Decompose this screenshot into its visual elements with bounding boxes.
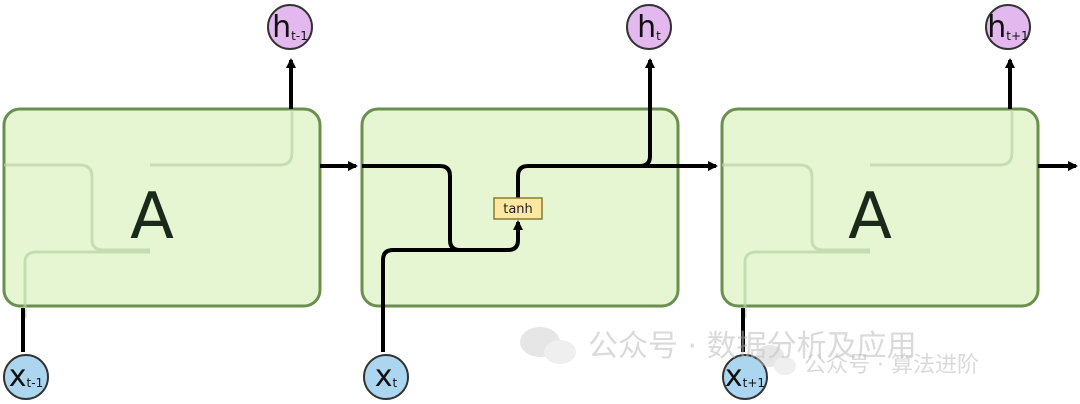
svg-text:ht-1: ht-1: [272, 10, 308, 45]
tanh-box: [493, 197, 543, 220]
x-main-label: x: [9, 359, 27, 394]
output-node-h-t: ht: [626, 4, 672, 50]
faint-internal-lines: [4, 110, 1014, 318]
svg-text:xt+1: xt+1: [725, 359, 765, 394]
h-main-label: h: [637, 10, 656, 45]
path-state-in-to-merge: [362, 164, 523, 252]
x-sub-label: t: [393, 376, 398, 390]
input-node-x-t: xt: [363, 354, 409, 400]
x-sub-label: t-1: [27, 376, 44, 390]
cell-label-left: A: [130, 180, 174, 254]
watermark: 公众号 · 数据分析及应用 公众号 · 算法进阶: [520, 327, 979, 378]
watermark-line2: 公众号 · 算法进阶: [804, 353, 979, 378]
output-node-h-t-plus-1: ht+1: [985, 4, 1031, 50]
wechat-icon: [756, 345, 796, 375]
x-main-label: x: [375, 359, 393, 394]
path-tanh-to-output: [516, 58, 655, 198]
output-node-h-t-minus-1: ht-1: [267, 4, 313, 50]
svg-text:ht+1: ht+1: [987, 10, 1028, 45]
path-input-to-merge: [381, 248, 470, 352]
cell-label-right: A: [848, 180, 892, 254]
h-sub-label: t: [656, 29, 661, 43]
cell-box-right: [720, 107, 1040, 308]
tanh-activation: tanh: [493, 197, 543, 220]
svg-text:xt-1: xt-1: [9, 359, 43, 394]
watermark-line1: 公众号 · 数据分析及应用: [588, 329, 917, 364]
cell-box-left: [2, 107, 322, 308]
input-node-x-t-minus-1: xt-1: [3, 354, 49, 400]
h-main-label: h: [987, 10, 1006, 45]
x-main-label: x: [725, 359, 743, 394]
wechat-icon: [520, 327, 576, 364]
h-main-label: h: [272, 10, 291, 45]
h-sub-label: t+1: [1006, 29, 1028, 43]
svg-text:ht: ht: [637, 10, 661, 45]
h-sub-label: t-1: [291, 29, 308, 43]
tanh-label: tanh: [503, 202, 533, 217]
svg-text:xt: xt: [375, 359, 398, 394]
input-node-x-t-plus-1: xt+1: [722, 354, 768, 400]
x-sub-label: t+1: [743, 376, 765, 390]
